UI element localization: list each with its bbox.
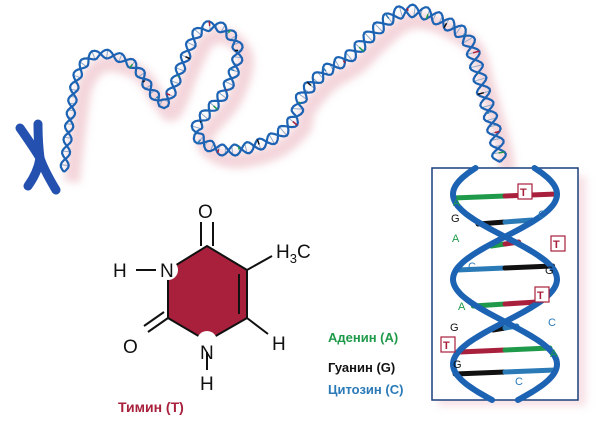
strand-base-tick: [358, 46, 365, 52]
helix-base-label: A: [550, 348, 558, 360]
atom-h-right: H: [272, 334, 286, 355]
atom-o-top: O: [198, 202, 213, 223]
svg-text:A: A: [458, 301, 466, 313]
base-pair-left: [450, 193, 508, 201]
strand-base-tick: [166, 92, 171, 96]
base-pair-right: [502, 367, 558, 375]
strand-base-tick: [477, 91, 484, 96]
strand-base-tick: [237, 146, 240, 150]
helix-base-label: A: [453, 197, 461, 209]
strand-shadow: [64, 12, 516, 183]
svg-text:T: T: [537, 290, 544, 302]
strand-base-tick: [129, 63, 134, 69]
strand-base-tick: [494, 130, 500, 134]
winding-dna-strand: [59, 3, 508, 173]
helix-base-label: A: [452, 233, 460, 245]
strand-base-tick: [216, 149, 220, 154]
strand-base-tick: [227, 29, 232, 34]
atom-o-left: O: [123, 337, 138, 358]
thymine-molecule: O O H N N H H H3C Тимин (T): [113, 202, 311, 415]
strand-base-tick: [256, 139, 260, 145]
strand-base-tick: [292, 120, 298, 126]
atom-n-bottom: N: [200, 343, 214, 364]
strand-base-tick: [498, 151, 505, 154]
svg-text:C: C: [515, 376, 523, 388]
atom-n-left: N: [160, 261, 174, 282]
strand-base-tick: [384, 13, 390, 20]
strand-base-tick: [298, 101, 302, 104]
strand-base-tick: [155, 95, 160, 99]
base-pair-right: [502, 217, 535, 225]
helix-base-label: T: [550, 235, 566, 252]
strand-base-tick: [177, 75, 180, 78]
strand-base-tick: [425, 14, 429, 20]
atom-h-nh: H: [113, 261, 127, 282]
base-legend: Аденин (A) Гуанин (G) Цитозин (C): [328, 330, 403, 397]
svg-text:G: G: [453, 359, 462, 371]
helix-base-label: T: [517, 183, 533, 200]
strand-base-tick: [208, 21, 211, 26]
svg-text:G: G: [450, 322, 459, 334]
strand-base-tick: [463, 32, 467, 36]
strand-base-tick: [196, 139, 202, 144]
helix-base-label: C: [538, 209, 546, 221]
atom-methyl: H3C: [276, 242, 311, 266]
helix-base-label: C: [515, 376, 523, 388]
strand-base-tick: [229, 68, 235, 72]
base-pair-right: [502, 263, 556, 271]
svg-text:C: C: [548, 317, 556, 329]
svg-text:A: A: [453, 197, 461, 209]
legend-guanine: Гуанин (G): [328, 360, 395, 375]
strand-base-tick: [199, 120, 202, 123]
strand-base-tick: [185, 56, 191, 60]
thymine-name-label: Тимин (T): [118, 399, 184, 415]
helix-base-label: G: [450, 322, 459, 334]
strand-base-tick: [485, 111, 490, 115]
svg-text:G: G: [545, 265, 554, 277]
base-pair-left: [457, 347, 508, 355]
svg-text:A: A: [550, 348, 558, 360]
base-pair-right: [502, 299, 540, 307]
chromosome-icon: [15, 119, 61, 195]
svg-text:A: A: [452, 233, 460, 245]
strand-base-tick: [142, 80, 146, 83]
svg-text:C: C: [468, 261, 476, 273]
helix-base-label: G: [453, 359, 462, 371]
svg-text:T: T: [520, 187, 527, 199]
strand-base-tick: [193, 37, 196, 40]
strand-base-tick: [225, 88, 228, 91]
strand-base-tick: [306, 81, 312, 86]
strand-base-tick: [213, 105, 219, 111]
legend-cytosine: Цитозин (C): [328, 382, 403, 397]
helix-base-label: A: [458, 301, 466, 313]
svg-text:C: C: [538, 209, 546, 221]
helix-base-label: G: [545, 265, 554, 277]
strand-base-tick: [342, 60, 346, 64]
helix-base-label: T: [440, 336, 456, 353]
strand-base-tick: [443, 22, 448, 29]
base-pair-left: [452, 369, 508, 377]
helix-base-label: C: [548, 317, 556, 329]
svg-text:T: T: [553, 239, 560, 251]
legend-adenine: Аденин (A): [328, 330, 398, 345]
helix-base-label: C: [468, 261, 476, 273]
atom-h-bottom: H: [200, 374, 214, 395]
pyrimidine-ring: [167, 244, 248, 343]
helix-base-label: T: [534, 286, 550, 303]
base-pair-left: [454, 265, 508, 273]
base-pair-right: [502, 345, 553, 353]
svg-text:G: G: [451, 213, 460, 225]
helix-base-label: G: [451, 213, 460, 225]
strand-base-tick: [322, 66, 327, 72]
strand-base-tick: [472, 50, 480, 54]
svg-text:T: T: [443, 340, 450, 352]
